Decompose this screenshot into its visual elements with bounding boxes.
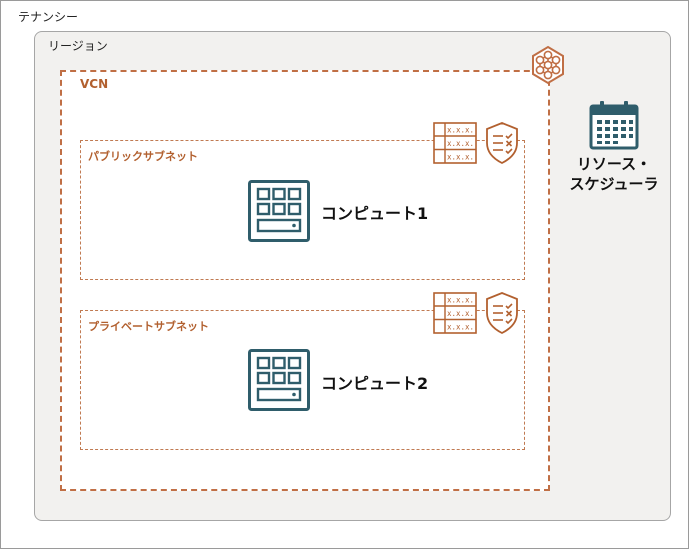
- compute-icon: [248, 180, 310, 242]
- region-label: リージョン: [48, 39, 108, 53]
- compute-2-label: コンピュート2: [321, 374, 429, 393]
- tenancy-label: テナンシー: [18, 10, 79, 24]
- resource-scheduler-label-line1: リソース・: [576, 155, 652, 173]
- public-subnet-label: パブリックサブネット: [88, 150, 198, 163]
- resource-scheduler-label: リソース・ スケジューラ: [560, 154, 668, 194]
- route-table-cell: x.x.x.: [447, 309, 474, 318]
- compute-1-label: コンピュート1: [321, 204, 429, 223]
- route-table-cell: x.x.x.: [447, 296, 474, 305]
- resource-scheduler-label-line2: スケジューラ: [569, 175, 659, 193]
- route-table-cell: x.x.x.: [447, 323, 474, 332]
- route-table-cell: x.x.x.: [447, 126, 474, 135]
- vcn-label: VCN: [80, 77, 109, 91]
- vcn-hub-icon: [532, 45, 564, 85]
- route-table-cell: x.x.x.: [447, 139, 474, 148]
- security-list-icon: [486, 122, 518, 165]
- route-table-cell: x.x.x.: [447, 153, 474, 162]
- security-list-icon: [486, 292, 518, 335]
- private-subnet-label: プライベートサブネット: [88, 320, 209, 333]
- compute-icon: [248, 349, 310, 411]
- calendar-icon: [589, 101, 639, 150]
- route-table-icon: x.x.x. x.x.x. x.x.x.: [433, 292, 477, 334]
- route-table-icon: x.x.x. x.x.x. x.x.x.: [433, 122, 477, 164]
